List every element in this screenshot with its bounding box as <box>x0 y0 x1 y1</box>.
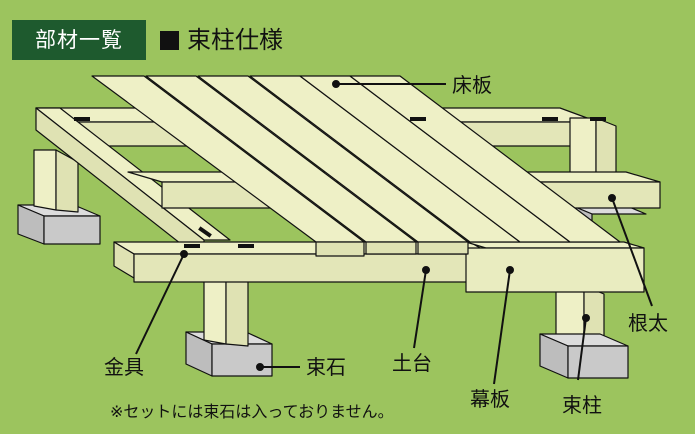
metal-fittings <box>74 117 606 248</box>
label-base: 土台 <box>392 351 432 375</box>
label-metal-fitting: 金具 <box>104 355 144 379</box>
label-fascia-board: 幕板 <box>470 387 510 411</box>
title-text: 束柱仕様 <box>187 26 283 54</box>
floorboards <box>91 75 621 257</box>
post-back-left <box>33 149 79 213</box>
label-post: 束柱 <box>562 393 602 417</box>
label-sill: 根太 <box>628 311 668 335</box>
square-bullet-icon <box>160 30 179 50</box>
foundation-stone-front-right <box>539 333 629 379</box>
category-tag: 部材一覧 <box>12 20 146 60</box>
label-floorboard: 床板 <box>452 73 492 97</box>
footnote: ※セットには束石は入っておりません。 <box>110 402 394 421</box>
label-foundation-stone: 束石 <box>306 355 346 379</box>
fascia-board <box>465 241 645 293</box>
leader-lines <box>135 80 653 385</box>
post-back-right <box>569 117 617 181</box>
page-title: 束柱仕様 <box>160 24 283 56</box>
